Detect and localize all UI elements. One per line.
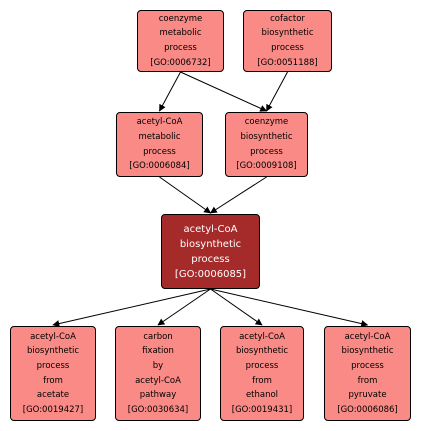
go-term-node-acetylcoa-metabolic[interactable]: acetyl-CoA metabolic process [GO:0006084] xyxy=(116,112,203,177)
go-term-node-cofactor-biosynthetic[interactable]: cofactor biosynthetic process [GO:0051188] xyxy=(243,10,332,72)
go-term-node-coenzyme-biosynthetic[interactable]: coenzyme biosynthetic process [GO:0009108] xyxy=(225,112,308,177)
go-term-label-line: acetyl-CoA xyxy=(344,331,391,342)
go-term-label-line: process xyxy=(271,43,304,53)
go-term-label-line: biosynthetic xyxy=(240,131,293,142)
go-term-label-line: [GO:0006732] xyxy=(150,57,211,68)
go-term-node-carbon-fixation[interactable]: carbon fixation by acetyl-CoA pathway [GO:003… xyxy=(115,326,201,421)
go-term-label-line: from xyxy=(43,375,63,386)
go-term-node-coenzyme-metabolic[interactable]: coenzyme metabolic process [GO:0006732] xyxy=(137,10,224,72)
go-term-label-line: process xyxy=(36,360,70,371)
go-term-label-line: pyruvate xyxy=(348,390,387,401)
go-term-label-line: biosynthetic xyxy=(261,28,314,39)
go-term-label-line: process xyxy=(351,360,384,371)
go-term-label-line: metabolic xyxy=(138,131,181,142)
go-term-label-line: by xyxy=(152,360,164,371)
go-term-label-line: cofactor xyxy=(270,13,305,24)
go-term-label-line: biosynthetic xyxy=(26,346,80,357)
go-term-label-line: [GO:0009108] xyxy=(236,161,297,172)
go-term-label-line: biosynthetic xyxy=(179,238,242,250)
go-term-label-line: acetyl-CoA xyxy=(183,223,238,235)
go-term-label-line: process xyxy=(164,43,197,53)
go-term-label-line: acetate xyxy=(36,390,70,401)
go-term-label-line: [GO:0019427] xyxy=(22,404,84,415)
go-term-node-acetylcoa-biosynthetic[interactable]: acetyl-CoA biosynthetic process [GO:0006085… xyxy=(161,214,260,289)
go-term-label-line: from xyxy=(357,375,378,386)
go-term-label-line: [GO:0006085] xyxy=(174,268,247,280)
go-term-label-line: coenzyme xyxy=(244,117,289,128)
go-term-label-line: [GO:0030634] xyxy=(127,404,189,415)
go-term-label-line: process xyxy=(245,360,279,371)
go-term-label-line: from xyxy=(252,375,272,386)
go-term-label-line: acetyl-CoA xyxy=(136,117,183,128)
go-term-label-line: carbon xyxy=(143,331,173,342)
go-term-label-line: metabolic xyxy=(159,28,202,39)
go-term-label-line: process xyxy=(143,146,176,157)
go-term-label-line: ethanol xyxy=(245,390,279,401)
go-term-label-line: [GO:0006084] xyxy=(129,161,190,172)
go-term-label-line: biosynthetic xyxy=(235,346,289,357)
edge-cofactor-biosynthetic-to-coenzyme-biosynthetic xyxy=(266,71,288,112)
edge-acetylcoa-biosynthetic-to-from-pyruvate xyxy=(210,288,369,328)
go-term-node-from-pyruvate[interactable]: acetyl-CoA biosynthetic process from pyruvat… xyxy=(324,326,411,421)
go-term-node-from-acetate[interactable]: acetyl-CoA biosynthetic process from acetate… xyxy=(10,326,96,421)
go-term-label-line: acetyl-CoA xyxy=(239,331,285,342)
go-term-label-line: process xyxy=(191,253,230,265)
go-term-node-from-ethanol[interactable]: acetyl-CoA biosynthetic process from ethanol… xyxy=(220,326,304,421)
edge-acetylcoa-biosynthetic-to-carbon-fixation xyxy=(157,288,211,326)
go-term-label-line: fixation xyxy=(142,346,174,357)
go-term-label-line: [GO:0019431] xyxy=(231,404,293,415)
go-term-label-line: process xyxy=(250,146,283,157)
edge-coenzyme-biosynthetic-to-acetylcoa-biosynthetic xyxy=(209,176,267,214)
go-term-label-line: acetyl-CoA xyxy=(135,375,181,386)
edge-coenzyme-metabolic-to-acetylcoa-metabolic xyxy=(159,71,181,112)
edge-acetylcoa-biosynthetic-to-from-ethanol xyxy=(210,288,263,326)
go-term-label-line: acetyl-CoA xyxy=(30,331,76,342)
edge-coenzyme-metabolic-to-coenzyme-biosynthetic xyxy=(180,71,268,112)
go-term-label-line: [GO:0051188] xyxy=(257,57,318,68)
go-term-label-line: biosynthetic xyxy=(341,346,394,357)
go-term-label-line: [GO:0006086] xyxy=(337,404,398,415)
edge-acetylcoa-metabolic-to-acetylcoa-biosynthetic xyxy=(159,176,212,214)
go-term-label-line: coenzyme xyxy=(158,13,203,24)
edge-acetylcoa-biosynthetic-to-from-acetate xyxy=(52,288,211,328)
go-term-label-line: pathway xyxy=(139,390,177,401)
